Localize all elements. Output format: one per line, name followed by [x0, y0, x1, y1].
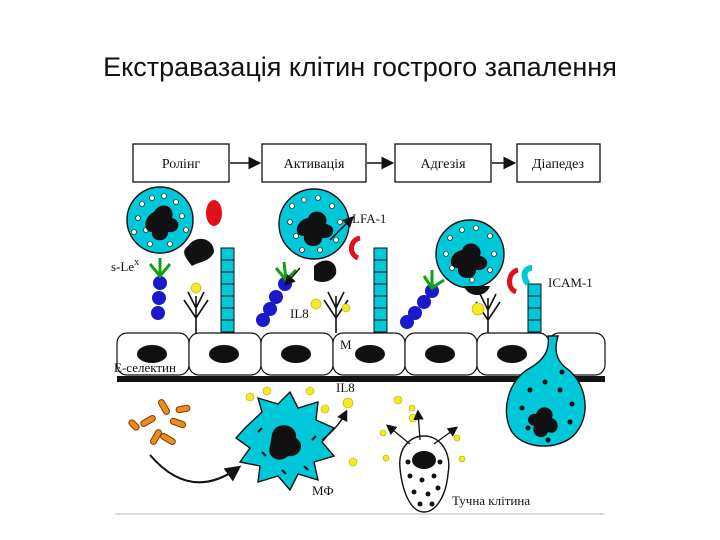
endothelial-nucleus [355, 345, 385, 363]
neutrophil-rolling [127, 187, 222, 266]
endothelial-nucleus [281, 345, 311, 363]
label-mast-cell: Тучна клітина [452, 493, 530, 508]
selectin-red [206, 200, 222, 226]
label-lfa1: LFA-1 [352, 211, 386, 226]
endothelial-nucleus [425, 345, 455, 363]
label-icam1: ICAM-1 [548, 275, 593, 290]
stage-label-adhesion: Адгезія [420, 157, 466, 172]
mast-cell [388, 412, 456, 512]
stage-label-rolling: Ролінг [162, 157, 201, 172]
neutrophil-activating [279, 189, 360, 284]
label-macrophage: МФ [312, 483, 334, 498]
label-eselectin: Е-селектин [114, 360, 176, 375]
label-slex: s-Lex [111, 257, 139, 274]
stage-label-activation: Активація [284, 157, 345, 172]
stage-flow: Ролінг Активація Адгезія Діапедез [133, 144, 600, 182]
label-il8-top: IL8 [290, 306, 309, 321]
label-il8-bottom: IL8 [336, 380, 355, 395]
endothelial-nucleus [209, 345, 239, 363]
stage-label-diapedesis: Діапедез [532, 157, 584, 172]
endothelial-nucleus [497, 345, 527, 363]
neutrophil-adhering [436, 220, 518, 295]
macrophage [236, 392, 346, 490]
label-m: M [340, 337, 352, 352]
bacteria [128, 399, 238, 483]
